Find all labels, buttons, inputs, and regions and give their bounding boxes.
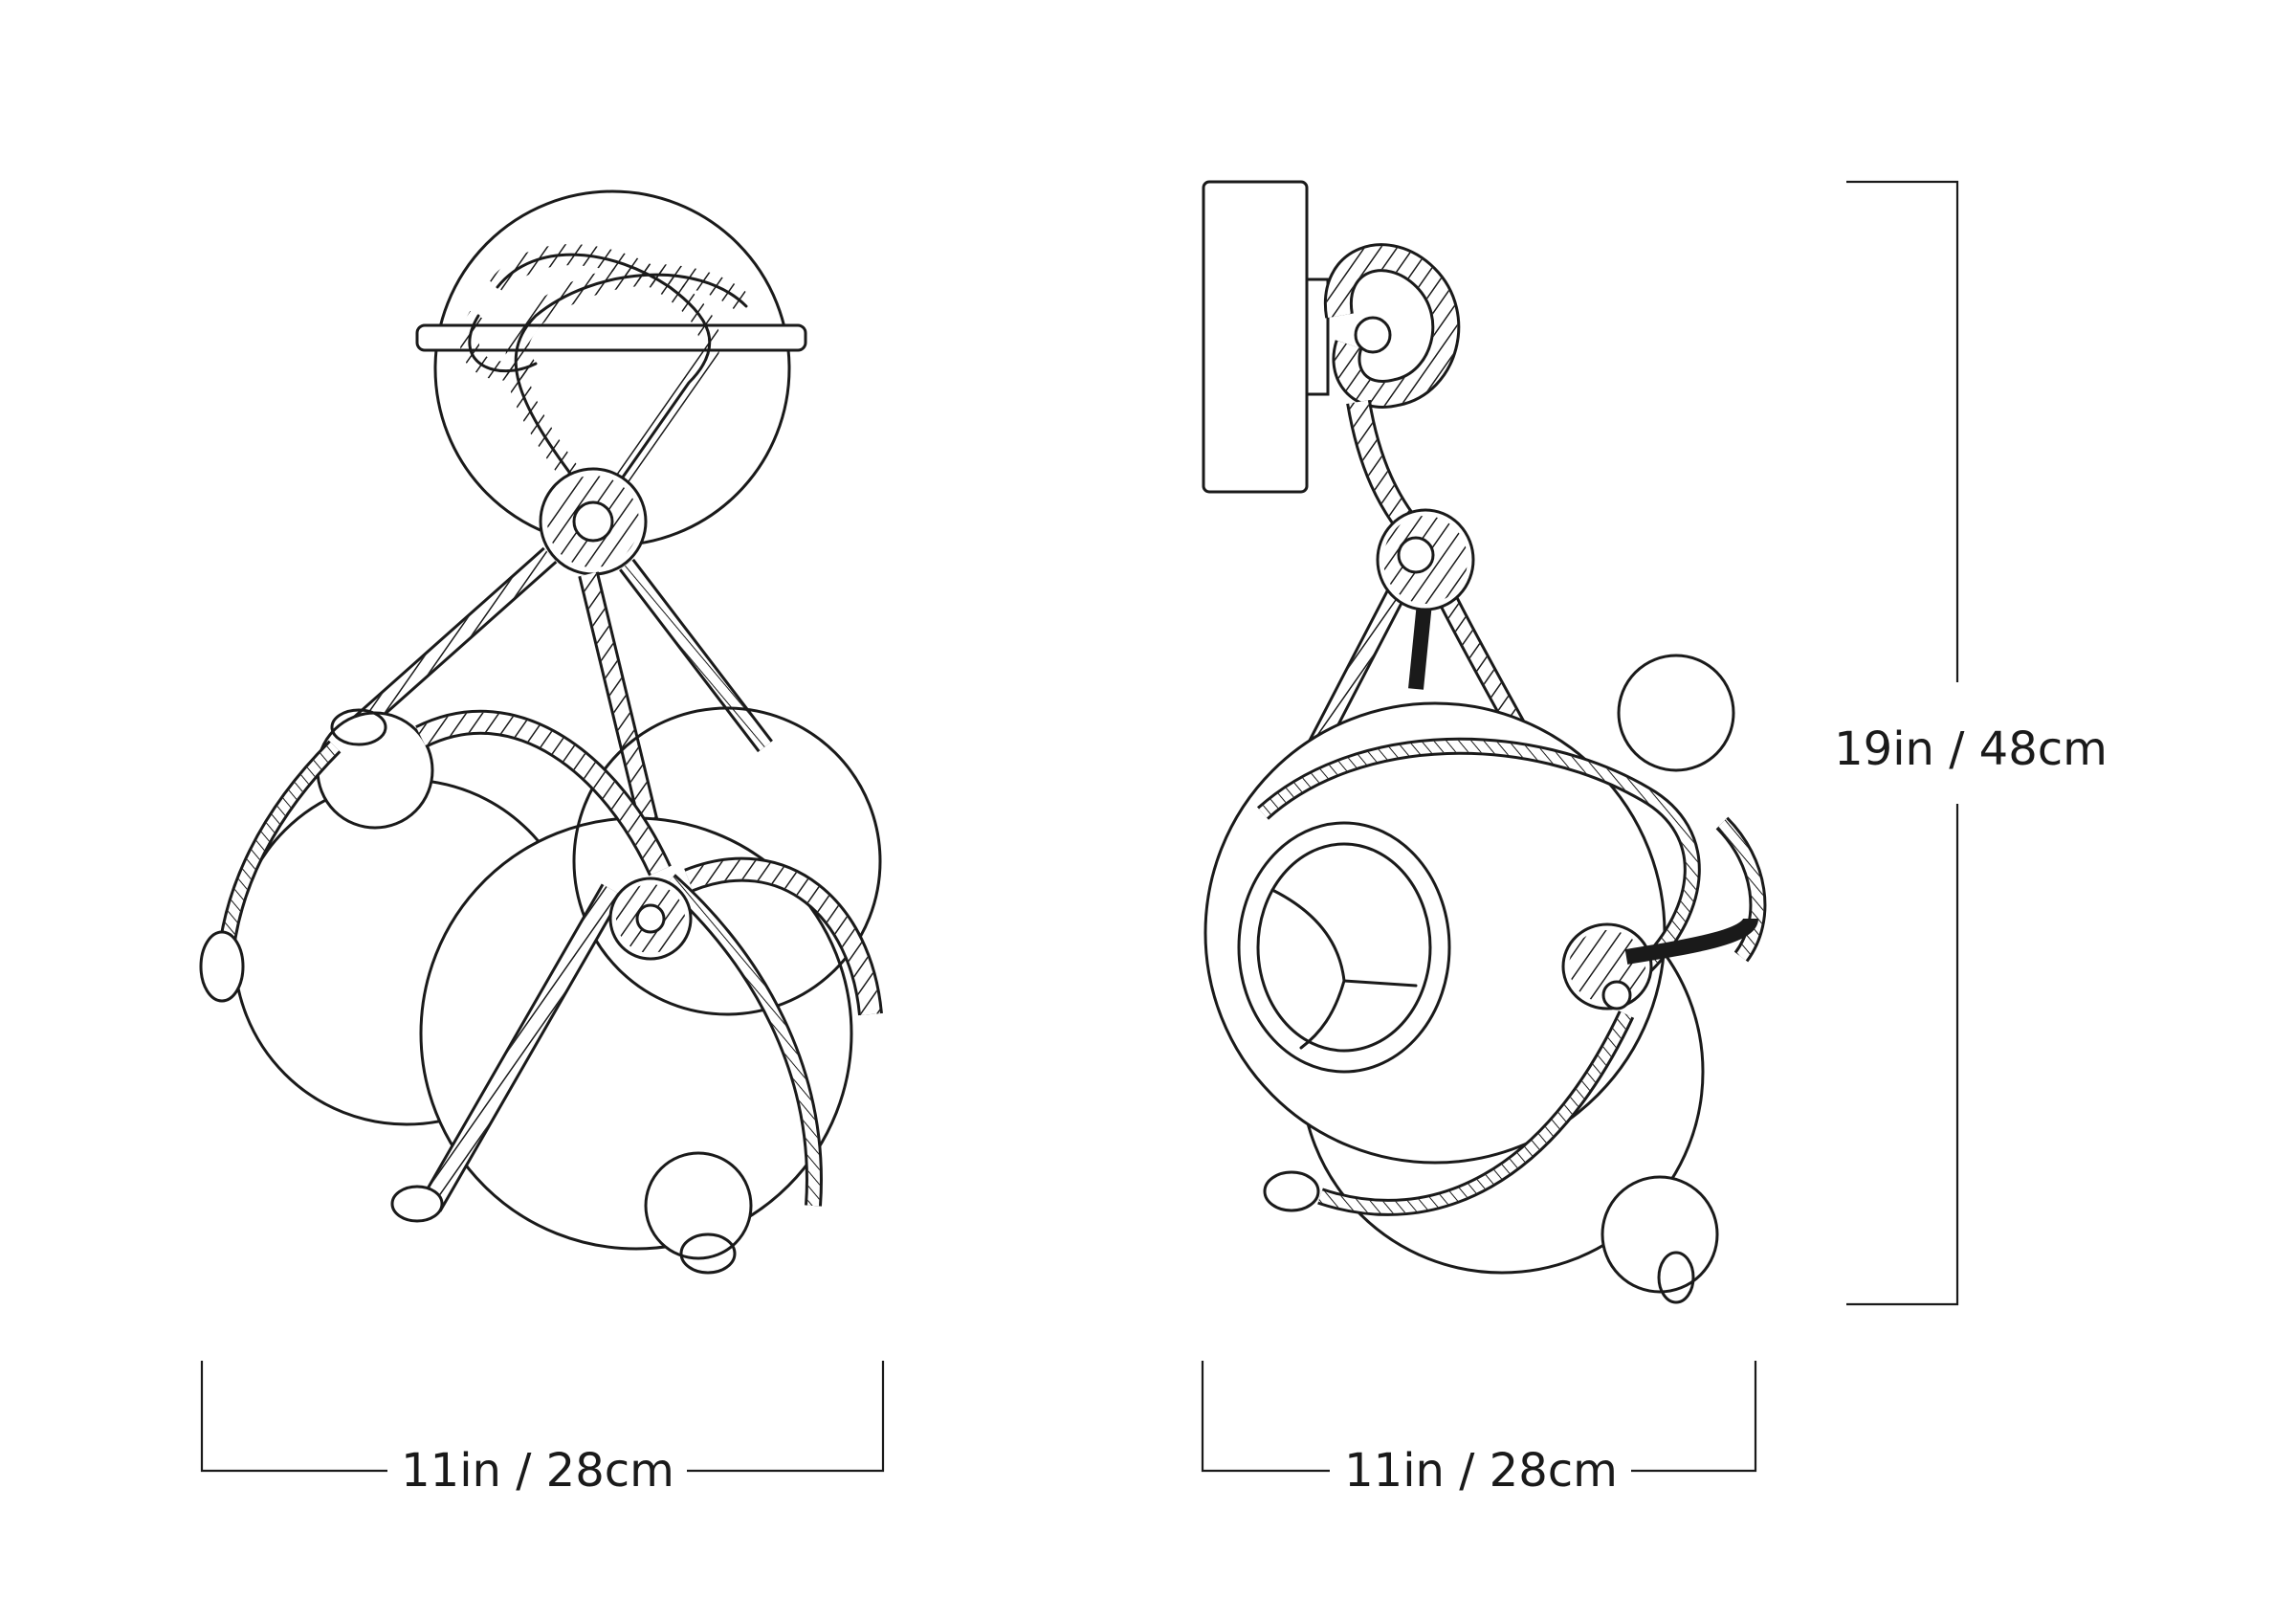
height-label: 19in / 48cm — [1834, 722, 2108, 776]
side-rope-coil — [1323, 243, 1461, 409]
front-small-sphere-top — [316, 711, 434, 830]
side-aperture — [1237, 821, 1451, 1074]
front-bottom-rope-end — [390, 1185, 444, 1223]
front-back-globe — [572, 706, 882, 1016]
side-back-small-sphere — [1617, 654, 1735, 772]
front-left-rope-end — [199, 930, 245, 1003]
dimension-side-width: 11in / 28cm — [1201, 1361, 1757, 1498]
side-upper-knot — [1376, 508, 1475, 611]
side-small-sphere-bottom — [1601, 1175, 1719, 1294]
side-width-label: 11in / 28cm — [1344, 1444, 1618, 1498]
side-view-drawing — [1202, 180, 1767, 1304]
side-lower-knot — [1561, 922, 1653, 1010]
front-view-drawing — [199, 189, 883, 1275]
dimension-front-width: 11in / 28cm — [200, 1361, 885, 1498]
side-rope-end — [1263, 1170, 1320, 1212]
front-lower-knot — [608, 877, 693, 961]
wall-backplate — [1202, 180, 1309, 494]
front-width-label: 11in / 28cm — [401, 1444, 674, 1498]
front-small-sphere-bottom — [644, 1151, 753, 1260]
side-rope-loop — [1624, 916, 1758, 965]
front-knot — [539, 467, 648, 576]
wall-backplate-edge — [1305, 278, 1330, 396]
side-equator-rope — [1256, 737, 1767, 1216]
dimension-height: 19in / 48cm — [1834, 180, 2108, 1306]
front-upper-ropes — [459, 244, 754, 485]
